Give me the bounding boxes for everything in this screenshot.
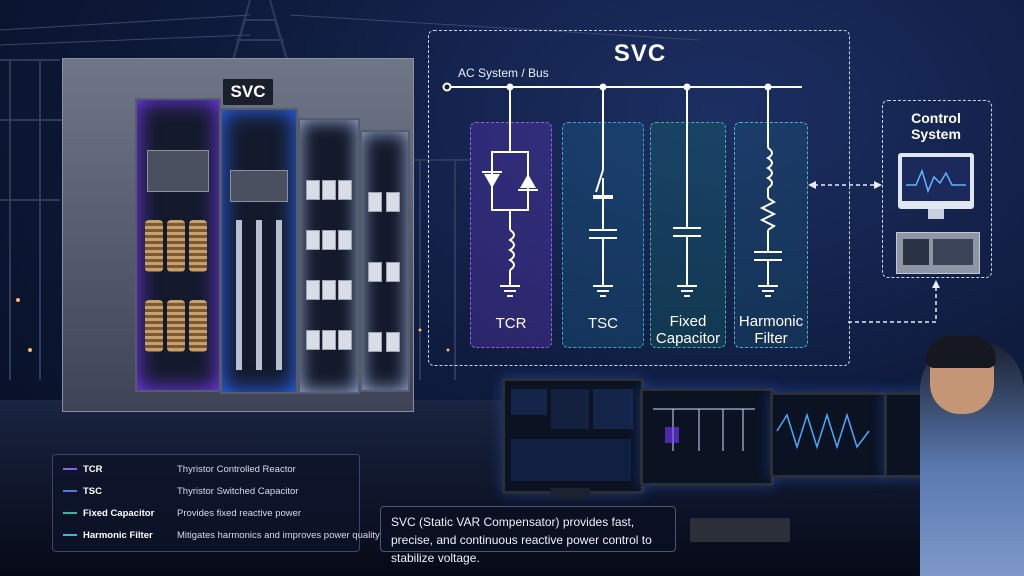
tcr-cabinet-bay bbox=[135, 98, 221, 392]
controller-unit-icon bbox=[896, 232, 980, 274]
legend-desc-tsc: Thyristor Switched Capacitor bbox=[177, 486, 299, 497]
control-system-label-line1: Control bbox=[911, 110, 961, 126]
legend-desc-fixed-capacitor: Provides fixed reactive power bbox=[177, 508, 302, 519]
legend-abbr-tsc: TSC bbox=[83, 486, 102, 497]
keyboard bbox=[690, 518, 790, 542]
svc-diagram-frame bbox=[428, 30, 850, 366]
transmission-towers-background bbox=[0, 0, 701, 380]
diagram-title: SVC bbox=[613, 40, 667, 67]
operator-monitor-3 bbox=[770, 392, 888, 478]
legend-item-tcr: TCR Thyristor Controlled Reactor bbox=[63, 463, 296, 477]
control-system-label: Control System bbox=[882, 110, 990, 142]
tcr-branch: TCR bbox=[470, 122, 552, 348]
legend-item-fixed-capacitor: Fixed Capacitor Provides fixed reactive p… bbox=[63, 507, 301, 521]
legend-item-harmonic-filter: Harmonic Filter Mitigates harmonics and i… bbox=[63, 529, 380, 543]
control-monitor-icon bbox=[898, 153, 974, 209]
control-system-label-line2: System bbox=[911, 126, 961, 142]
tsc-label: TSC bbox=[588, 315, 618, 332]
harmonic-filter-label-line-1: Harmonic bbox=[738, 313, 804, 330]
legend-abbr-fixed-capacitor: Fixed Capacitor bbox=[83, 508, 155, 519]
operator-monitor-1 bbox=[502, 378, 644, 494]
legend-line-tsc bbox=[63, 490, 77, 493]
legend-line-tcr bbox=[63, 468, 77, 471]
cabinet-svc-label: SVC bbox=[222, 78, 274, 106]
svc-circuit-symbols bbox=[442, 82, 802, 297]
legend-desc-tcr: Thyristor Controlled Reactor bbox=[177, 464, 296, 475]
legend-abbr-harmonic-filter: Harmonic Filter bbox=[83, 530, 153, 541]
operator-person bbox=[920, 336, 1024, 576]
control-connection-arrows bbox=[808, 181, 940, 323]
control-system-box bbox=[882, 100, 992, 278]
fixed-capacitor-label-line-1: Fixed bbox=[669, 313, 707, 330]
component-legend: TCR Thyristor Controlled Reactor TSC Thyri… bbox=[52, 454, 380, 552]
monitor-1-stand bbox=[550, 488, 590, 498]
legend-item-tsc: TSC Thyristor Switched Capacitor bbox=[63, 485, 298, 499]
legend-desc-harmonic-filter: Mitigates harmonics and improves power q… bbox=[177, 530, 380, 541]
legend-line-harmonic-filter bbox=[63, 534, 77, 537]
tcr-label: TCR bbox=[495, 315, 527, 332]
legend-line-fixed-capacitor bbox=[63, 512, 77, 515]
filter-cabinet-bay bbox=[360, 130, 410, 392]
harmonic-filter-label-line-2: Filter bbox=[754, 330, 788, 347]
tsc-cabinet-bay bbox=[220, 108, 298, 394]
bus-label: AC System / Bus bbox=[458, 66, 549, 80]
svc-caption: SVC (Static VAR Compensator) provides fa… bbox=[380, 506, 676, 565]
legend-abbr-tcr: TCR bbox=[83, 464, 103, 475]
capacitor-cabinet-bay bbox=[298, 118, 360, 394]
fixed-capacitor-label-line-2: Capacitor bbox=[655, 330, 721, 347]
control-monitor-stand bbox=[928, 209, 944, 219]
operator-monitor-2 bbox=[640, 388, 774, 486]
